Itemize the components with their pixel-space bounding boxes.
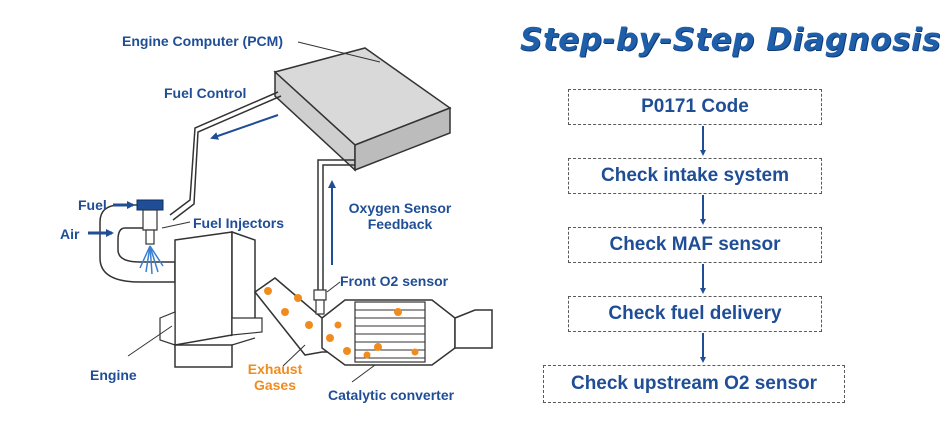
fuel-injectors-label: Fuel Injectors	[193, 215, 285, 231]
pcm-label: Engine Computer (PCM)	[122, 33, 283, 49]
step-check-maf-sensor: Check MAF sensor	[568, 227, 822, 263]
injectors-leader-line	[161, 221, 191, 229]
exhaust-gases-line2: Gases	[253, 377, 297, 393]
catalytic-converter-label: Catalytic converter	[328, 387, 455, 403]
oxygen-sensor-feedback-line2: Feedback	[367, 216, 433, 232]
oxygen-sensor-feedback-line1: Oxygen Sensor	[348, 200, 452, 216]
intake-manifold	[99, 204, 176, 283]
pcm-box	[273, 47, 452, 172]
fuel-control-label: Fuel Control	[164, 85, 247, 101]
injector-icon	[136, 199, 164, 245]
o2-sensor-icon	[313, 289, 327, 315]
o2-feedback-wire	[317, 159, 355, 290]
pcm-leader-line	[297, 41, 381, 63]
front-o2-sensor-label: Front O2 sensor	[340, 273, 449, 289]
exhaust-gases-line1: Exhaust	[247, 361, 303, 377]
engine-diagram	[88, 41, 493, 383]
catalytic-leader-line	[351, 364, 376, 383]
step-check-fuel-delivery: Check fuel delivery	[568, 296, 822, 332]
oxygen-sensor-feedback-label: Oxygen Sensor Feedback	[340, 200, 460, 232]
engine-block	[159, 230, 263, 368]
step-p0171-code: P0171 Code	[568, 89, 822, 125]
fuel-control-wire	[169, 91, 279, 216]
step-check-intake-system: Check intake system	[568, 158, 822, 194]
diagnosis-heading: Step-by-Step Diagnosis	[520, 22, 940, 58]
exhaust-particles	[264, 287, 419, 359]
engine-label: Engine	[90, 367, 137, 383]
step-check-upstream-o2-sensor: Check upstream O2 sensor	[543, 365, 845, 403]
fuel-control-arrow	[210, 114, 279, 140]
exhaust-leader-line	[282, 344, 306, 367]
exhaust-gases-label: Exhaust Gases	[240, 361, 310, 393]
engine-leader-line	[127, 325, 173, 357]
front-o2-leader-line	[326, 281, 341, 293]
air-label: Air	[60, 226, 80, 242]
fuel-label: Fuel	[78, 197, 107, 213]
fuel-spray-icon	[139, 245, 164, 275]
catalytic-converter	[321, 299, 493, 366]
